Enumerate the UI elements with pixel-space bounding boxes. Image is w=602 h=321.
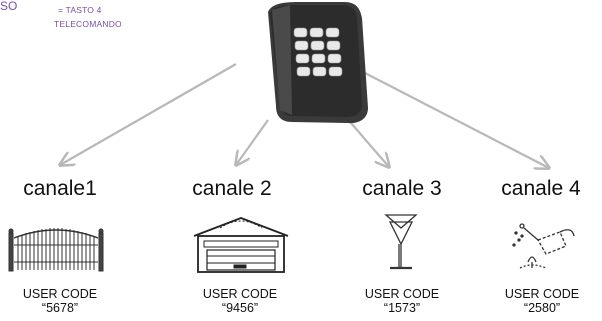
arrow-to-canale2 xyxy=(236,119,269,165)
arrow-to-canale1 xyxy=(60,63,237,165)
arrow-to-canale4 xyxy=(362,71,549,168)
user-code-2: USER CODE “9456” xyxy=(180,287,300,315)
channel-label-4: canale 4 xyxy=(501,177,581,200)
tasto-note-line2: TELECOMANDO xyxy=(54,19,122,29)
watering-can-icon xyxy=(512,223,575,269)
keypad-reader-icon xyxy=(268,2,368,124)
garden-lamp-icon xyxy=(384,214,418,270)
user-code-label-4: USER CODE xyxy=(504,287,580,301)
user-code-value-1: “5678” xyxy=(41,301,79,315)
user-code-label-2: USER CODE xyxy=(202,287,278,301)
user-code-value-4: “2580” xyxy=(523,301,561,315)
channel-label-1: canale1 xyxy=(23,177,97,200)
user-code-label-1: USER CODE xyxy=(22,287,98,301)
channel-label-2: canale 2 xyxy=(192,177,272,200)
user-code-1: USER CODE “5678” xyxy=(0,287,120,315)
arrow-to-canale3 xyxy=(344,115,389,167)
user-code-value-3: “1573” xyxy=(383,301,421,315)
tasto-note: = TASTO 4 TELECOMANDO xyxy=(54,3,168,31)
user-code-value-2: “9456” xyxy=(221,301,259,315)
channel-label-3: canale 3 xyxy=(362,177,442,200)
tasto-note-line1: = TASTO 4 xyxy=(58,5,102,15)
garage-door-icon xyxy=(193,217,289,273)
user-code-4: USER CODE “2580” xyxy=(482,287,602,315)
user-code-label-3: USER CODE xyxy=(364,287,440,301)
user-code-3: USER CODE “1573” xyxy=(342,287,462,315)
arrows xyxy=(60,63,549,168)
top-left-text-fragment: SO xyxy=(0,0,18,13)
gate-icon xyxy=(8,228,104,272)
